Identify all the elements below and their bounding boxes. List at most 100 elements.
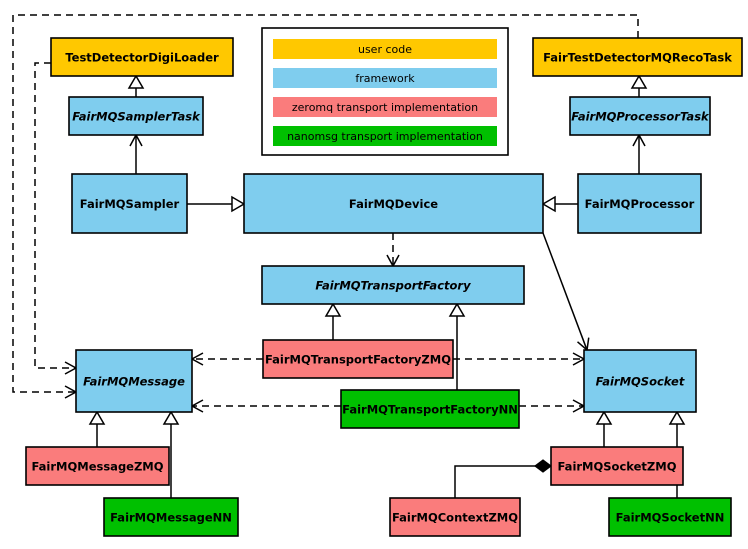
edge-line — [34, 62, 75, 369]
class-name-label: FairMQSampler — [80, 197, 180, 211]
edge-dependency — [519, 399, 586, 413]
class-box[interactable] — [577, 173, 702, 234]
edge-composition — [454, 459, 552, 498]
edge-generalization — [88, 410, 106, 447]
class-box[interactable] — [25, 446, 170, 486]
edge-association — [129, 133, 143, 174]
generalization-arrowhead — [541, 195, 556, 213]
legend-swatch-nanomsg — [273, 126, 497, 146]
class-name-label: FairMQMessageNN — [110, 511, 232, 525]
class-name-label: FairMQTransportFactory — [315, 279, 471, 293]
class-name-label: FairMQProcessor — [585, 197, 695, 211]
class-node-FairTestDetectorMQRecoTask[interactable]: FairTestDetectorMQRecoTask — [532, 37, 743, 77]
class-box[interactable] — [608, 497, 732, 537]
class-node-FairMQTransportFactoryNN[interactable]: FairMQTransportFactoryNN — [340, 389, 520, 429]
class-node-FairMQProcessorTask[interactable]: FairMQProcessorTask — [569, 96, 711, 136]
legend-swatch-zeromq — [273, 97, 497, 117]
legend-swatch-user_code — [273, 39, 497, 59]
generalization-arrowhead — [162, 410, 180, 425]
class-node-FairMQProcessor[interactable]: FairMQProcessor — [577, 173, 702, 234]
class-box[interactable] — [68, 96, 204, 136]
class-box[interactable] — [583, 349, 697, 413]
edges-layer — [12, 14, 686, 498]
class-box[interactable] — [550, 446, 684, 486]
class-node-FairMQSocket[interactable]: FairMQSocket — [583, 349, 697, 413]
edge-generalization — [162, 410, 180, 498]
edge-association — [542, 232, 590, 352]
class-name-label: FairMQTransportFactoryNN — [342, 403, 518, 417]
class-box[interactable] — [569, 96, 711, 136]
class-node-FairMQMessageNN[interactable]: FairMQMessageNN — [103, 497, 239, 537]
class-box[interactable] — [75, 349, 193, 413]
nodes-layer: TestDetectorDigiLoader FairTestDetectorMQ… — [25, 37, 743, 537]
generalization-arrowhead — [127, 74, 145, 89]
class-box[interactable] — [340, 389, 520, 429]
composition-diamond — [534, 459, 552, 473]
class-box[interactable] — [532, 37, 743, 77]
edge-generalization — [541, 195, 578, 213]
class-node-FairMQTransportFactory[interactable]: FairMQTransportFactory — [261, 265, 525, 305]
edge-generalization — [324, 302, 342, 340]
class-box[interactable] — [103, 497, 239, 537]
class-box[interactable] — [50, 37, 234, 77]
edge-generalization — [595, 410, 613, 447]
class-node-FairMQMessage[interactable]: FairMQMessage — [75, 349, 193, 413]
legend-item-user_code: user code — [273, 39, 497, 59]
generalization-arrowhead — [630, 74, 648, 89]
legend-item-nanomsg: nanomsg transport implementation — [273, 126, 497, 146]
legend-label: framework — [355, 72, 415, 85]
class-name-label: FairMQProcessorTask — [571, 110, 710, 124]
legend-layer: user code framework zeromq transport imple… — [261, 27, 509, 156]
class-node-FairMQContextZMQ[interactable]: FairMQContextZMQ — [389, 497, 521, 537]
legend-swatch-framework — [273, 68, 497, 88]
class-name-label: FairMQMessage — [83, 375, 185, 389]
edge-dependency — [190, 399, 341, 413]
class-node-FairMQMessageZMQ[interactable]: FairMQMessageZMQ — [25, 446, 170, 486]
class-box[interactable] — [389, 497, 521, 537]
legend-label: zeromq transport implementation — [292, 101, 478, 114]
class-node-FairMQSocketZMQ[interactable]: FairMQSocketZMQ — [550, 446, 684, 486]
class-box[interactable] — [243, 173, 544, 234]
generalization-arrowhead — [595, 410, 613, 425]
class-name-label: FairMQMessageZMQ — [31, 460, 163, 474]
class-name-label: TestDetectorDigiLoader — [65, 51, 219, 65]
class-name-label: FairMQTransportFactoryZMQ — [265, 353, 451, 367]
edge-line — [12, 14, 639, 393]
class-name-label: FairMQSocketZMQ — [558, 460, 677, 474]
legend-label: user code — [358, 43, 412, 56]
generalization-arrowhead — [88, 410, 106, 425]
legend-item-framework: framework — [273, 68, 497, 88]
class-name-label: FairMQSocket — [596, 375, 685, 389]
edge-dependency — [190, 352, 263, 366]
class-name-label: FairMQContextZMQ — [392, 511, 518, 525]
edge-line — [454, 465, 536, 498]
generalization-arrowhead — [324, 302, 342, 317]
edge-dependency — [453, 352, 586, 366]
class-box[interactable] — [261, 265, 525, 305]
legend-label: nanomsg transport implementation — [287, 130, 483, 143]
generalization-arrowhead — [668, 410, 686, 425]
class-node-FairMQDevice[interactable]: FairMQDevice — [243, 173, 544, 234]
class-node-FairMQSocketNN[interactable]: FairMQSocketNN — [608, 497, 732, 537]
edge-generalization — [187, 195, 246, 213]
class-box[interactable] — [71, 173, 188, 234]
class-name-label: FairMQSocketNN — [616, 511, 725, 525]
legend-item-zeromq: zeromq transport implementation — [273, 97, 497, 117]
edge-dependency — [386, 233, 400, 268]
class-name-label: FairTestDetectorMQRecoTask — [543, 51, 732, 65]
edge-generalization — [448, 302, 466, 390]
class-node-TestDetectorDigiLoader[interactable]: TestDetectorDigiLoader — [50, 37, 234, 77]
generalization-arrowhead — [231, 195, 246, 213]
class-name-label: FairMQDevice — [349, 197, 438, 211]
class-node-FairMQSamplerTask[interactable]: FairMQSamplerTask — [68, 96, 204, 136]
edge-generalization — [127, 74, 145, 97]
class-box[interactable] — [262, 339, 454, 379]
edge-generalization — [630, 74, 648, 97]
class-node-FairMQTransportFactoryZMQ[interactable]: FairMQTransportFactoryZMQ — [262, 339, 454, 379]
edge-line — [542, 232, 588, 350]
class-node-FairMQSampler[interactable]: FairMQSampler — [71, 173, 188, 234]
edge-association — [632, 133, 646, 174]
class-name-label: FairMQSamplerTask — [72, 110, 201, 124]
